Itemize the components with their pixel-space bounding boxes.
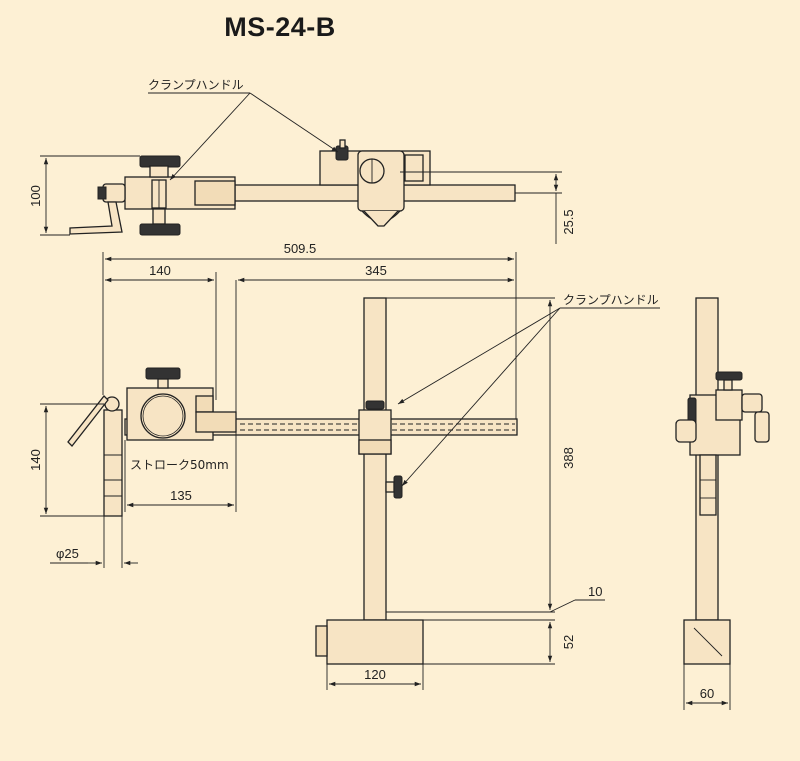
dim-base-width: 120 [364,667,386,682]
dim-diameter: φ25 [56,546,79,561]
dim-left-length: 140 [149,263,171,278]
top-knob-lower [139,223,181,236]
dim-pillar-height: 388 [561,447,576,469]
side-view [675,297,770,710]
pillar [363,297,387,621]
dim-top-offset: 25.5 [561,209,576,234]
top-lever [69,201,123,235]
dim-stroke-length: 135 [170,488,192,503]
label-clamp-handle-top: クランプハンドル [148,78,244,92]
dim-holder-height: 140 [28,449,43,471]
dim-overall-length: 509.5 [284,241,317,256]
lever [67,395,109,447]
label-clamp-handle-side: クランプハンドル [563,293,659,307]
magnetic-base [326,619,424,665]
dim-right-length: 345 [365,263,387,278]
front-view [40,252,605,690]
dim-gap: 10 [588,584,602,599]
label-stroke: ストローク50mm [130,458,229,472]
top-view [40,139,562,244]
side-base [683,619,731,665]
dim-side-width: 60 [700,686,714,701]
vertical-rod [103,409,123,517]
dim-base-height: 52 [561,635,576,649]
drawing-title: MS-24-B [224,12,336,42]
dim-top-height: 100 [28,185,43,207]
